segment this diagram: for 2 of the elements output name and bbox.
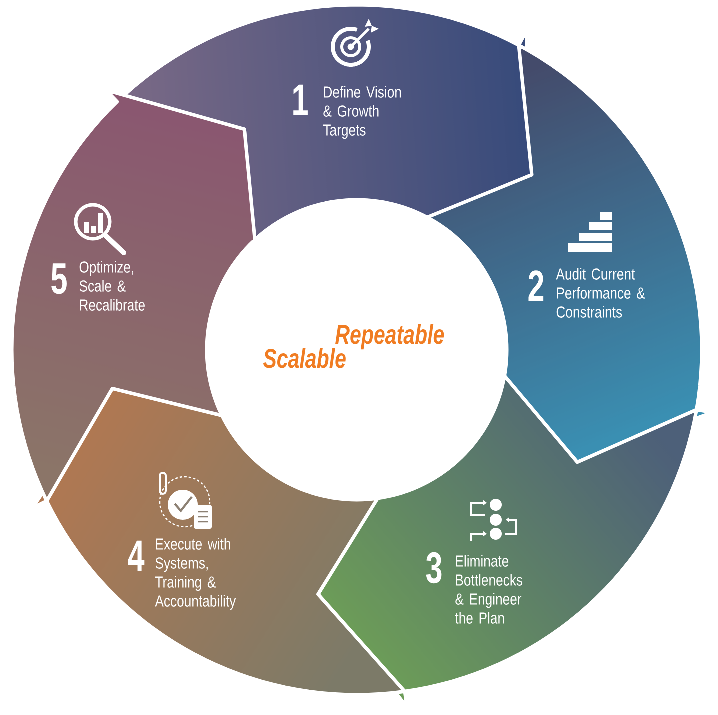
keyword-label: Repeatable (336, 324, 444, 350)
keyword-label: Scalable (263, 348, 346, 368)
